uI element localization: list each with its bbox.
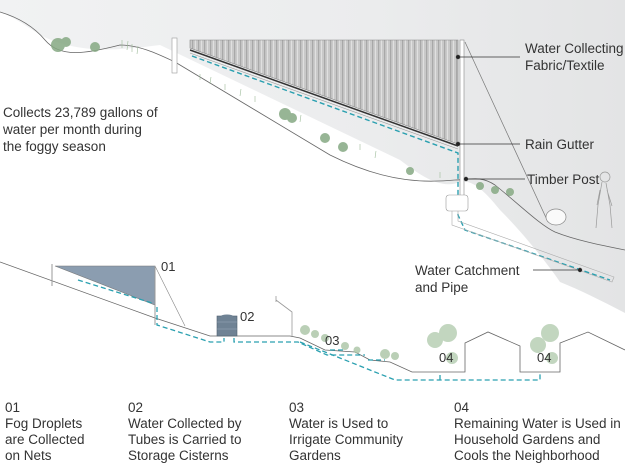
legend-line: Storage Cisterns: [128, 448, 229, 463]
callout-fabric: Water Collecting Fabric/Textile: [525, 40, 624, 74]
marker-01: 01: [161, 259, 176, 274]
legend-item-03: 03 Water is Used to Irrigate Community G…: [289, 400, 403, 464]
catchment-pipe: [451, 211, 615, 283]
timber-post: [459, 39, 465, 211]
legend-line: Remaining Water is Used in: [454, 416, 621, 431]
callout-fabric-line-2: Fabric/Textile: [525, 58, 605, 73]
community-garden-vegetation: [300, 325, 399, 360]
legend-line: Water is Used to: [289, 416, 389, 431]
legend-num: 02: [128, 400, 144, 415]
callout-rain-gutter: Rain Gutter: [525, 137, 595, 152]
terrain-bottom: [0, 261, 625, 373]
callout-timber-post: Timber Post: [527, 172, 600, 187]
fog-sky: [0, 0, 625, 313]
marker-04-a: 04: [439, 350, 454, 365]
catchment-box: [445, 194, 469, 212]
marker-03: 03: [325, 333, 340, 348]
water-flow-bottom: [77, 279, 541, 381]
marker-02: 02: [240, 309, 255, 324]
grass-top: [121, 40, 441, 178]
legend-line: Household Gardens and: [454, 432, 601, 447]
household-trees: [427, 324, 559, 364]
rock: [545, 208, 567, 226]
legend-line: Tubes is Carried to: [128, 432, 242, 447]
legend-item-04: 04 Remaining Water is Used in Household …: [454, 400, 621, 464]
stat-line-2: water per month during: [3, 122, 142, 137]
legend-line: Water Collected by: [128, 416, 242, 431]
storage-cistern-02: [216, 314, 238, 337]
legend-line: Irrigate Community: [289, 432, 404, 447]
vegetation-top: [51, 37, 514, 196]
legend-item-01: 01 Fog Droplets are Collected on Nets: [5, 400, 85, 464]
legend-line: Gardens: [289, 448, 341, 463]
hoop-post: [275, 296, 293, 336]
callout-fabric-line-1: Water Collecting: [525, 41, 624, 56]
legend-num: 01: [5, 400, 21, 415]
callout-leaders: [455, 54, 583, 273]
legend-line: are Collected: [5, 432, 85, 447]
gutter-edge: [189, 52, 459, 150]
legend-line: on Nets: [5, 448, 52, 463]
marker-04-b: 04: [537, 350, 552, 365]
net-guy-wire: [154, 265, 186, 327]
water-collecting-fabric: [189, 39, 459, 145]
callout-catchment-line-2: and Pipe: [415, 280, 469, 295]
legend-line: Fog Droplets: [5, 416, 83, 431]
guy-wire: [464, 41, 549, 223]
legend-num: 04: [454, 400, 470, 415]
left-post: [171, 37, 178, 74]
legend-line: Cools the Neighborhood: [454, 448, 600, 463]
collection-stat: Collects 23,789 gallons of water per mon…: [3, 104, 158, 155]
rain-gutter: [189, 49, 459, 147]
stat-line-1: Collects 23,789 gallons of: [3, 105, 158, 120]
stat-line-3: the foggy season: [3, 139, 106, 154]
person-figure: [595, 171, 613, 229]
terrain-top: [0, 11, 456, 182]
callout-catchment: Water Catchment and Pipe: [415, 262, 520, 296]
legend-item-02: 02 Water Collected by Tubes is Carried t…: [128, 400, 242, 464]
legend-num: 03: [289, 400, 305, 415]
callout-catchment-line-1: Water Catchment: [415, 263, 520, 278]
